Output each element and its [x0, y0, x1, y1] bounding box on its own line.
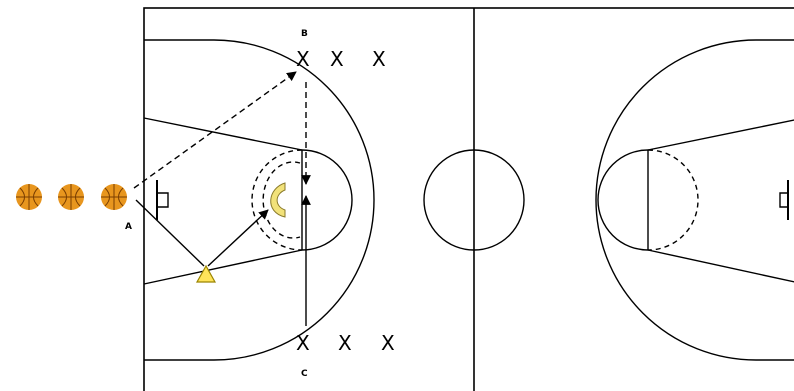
spot-label-a: A — [125, 222, 132, 232]
left-free-throw-circle-dashed — [251, 149, 303, 251]
pass-a-to-b-dashed — [133, 71, 297, 189]
player-marker: X — [338, 331, 352, 355]
player-marker: X — [372, 47, 386, 71]
left-lane-bottom — [143, 249, 303, 285]
right-free-throw-circle-solid — [597, 149, 649, 251]
cone-marker — [195, 264, 217, 283]
right-three-point-arc — [595, 39, 794, 361]
cut-a-to-cone — [135, 199, 205, 267]
player-marker: X — [381, 331, 395, 355]
player-marker: X — [296, 47, 310, 71]
restricted-arc-dashed — [262, 161, 301, 239]
center-circle — [423, 149, 525, 251]
basketball-icon — [58, 184, 84, 210]
spot-label-b: B — [301, 29, 308, 39]
left-lane-top — [143, 117, 303, 151]
drive-cone-to-coach — [207, 209, 269, 267]
basketball-icon — [101, 184, 127, 210]
right-hoop — [779, 192, 788, 208]
court-boundary — [143, 7, 794, 391]
right-lane-top — [647, 119, 794, 151]
coach-bracket-icon — [270, 182, 286, 218]
spot-label-c: C — [301, 369, 308, 379]
right-lane-bottom — [647, 249, 794, 283]
left-free-throw-circle-solid — [301, 149, 353, 251]
left-hoop — [157, 192, 169, 208]
basketball-icon — [16, 184, 42, 210]
right-free-throw-circle-dashed — [647, 149, 699, 251]
player-marker: X — [296, 331, 310, 355]
left-three-point-arc — [144, 39, 375, 361]
player-marker: X — [330, 47, 344, 71]
